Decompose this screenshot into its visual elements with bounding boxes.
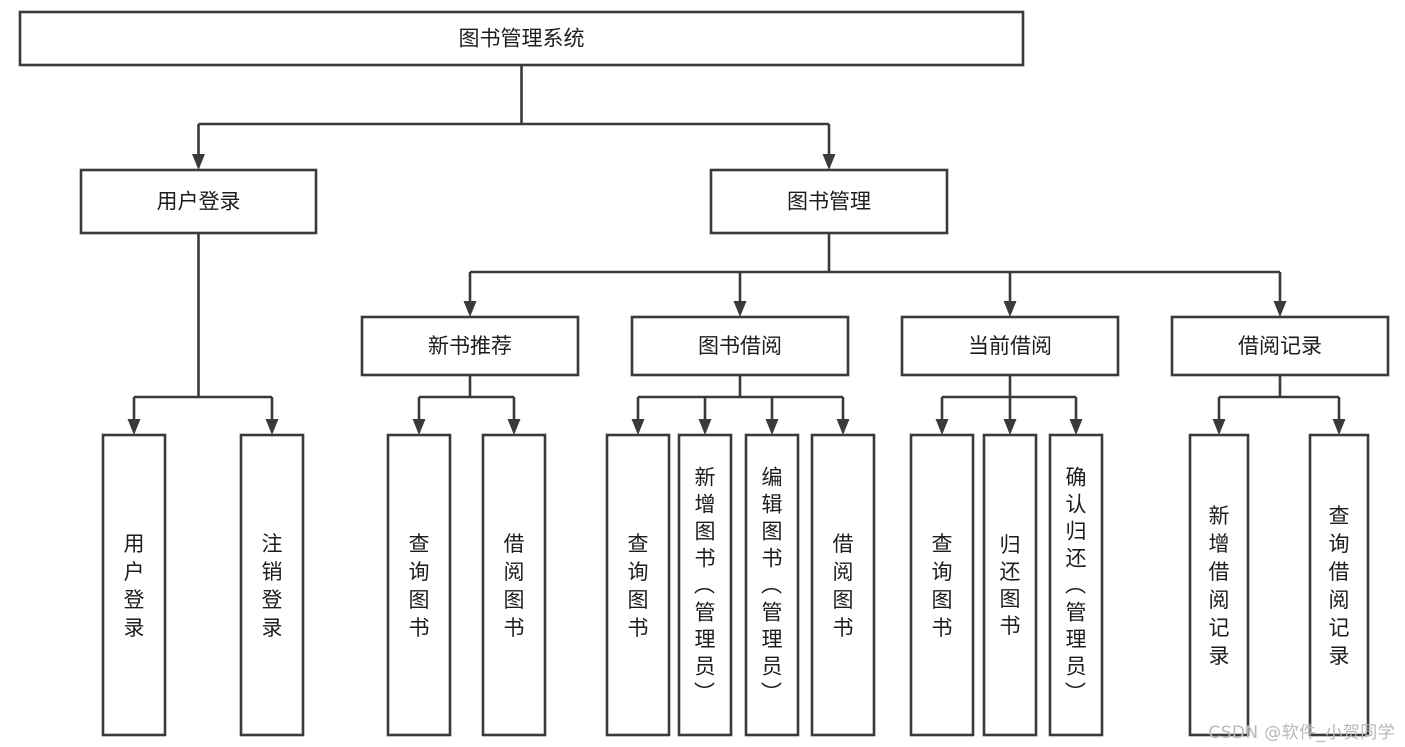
node-label: 图书管理: [787, 190, 871, 214]
csdn-watermark: CSDN @软件_小贺同学: [1208, 723, 1395, 743]
node-current-borrow[interactable]: 当前借阅: [900, 315, 1120, 377]
node-leaf-confirm-return[interactable]: 确认归还（管理员）: [1048, 433, 1104, 737]
node-box: [1308, 433, 1370, 737]
node-label: 图书借阅: [698, 334, 782, 358]
node-leaf-query-book-1[interactable]: 查询图书: [386, 433, 452, 737]
arrow-head-icon: [733, 301, 747, 317]
arrow-head-icon: [1069, 419, 1083, 435]
node-borrow-records[interactable]: 借阅记录: [1170, 315, 1390, 377]
node-box: [18, 10, 1025, 67]
node-box: [744, 433, 800, 737]
node-book-borrow[interactable]: 图书借阅: [630, 315, 850, 377]
node-box: [810, 433, 876, 737]
node-box: [239, 433, 305, 737]
node-label: 查询借阅记录: [1329, 504, 1350, 668]
node-leaf-logout-login[interactable]: 注销登录: [239, 433, 305, 737]
connector-layer: [127, 65, 1346, 435]
node-box: [1170, 315, 1390, 377]
node-box: [900, 315, 1120, 377]
arrow-head-icon: [1212, 419, 1226, 435]
node-leaf-add-record[interactable]: 新增借阅记录: [1188, 433, 1250, 737]
node-new-book-recommend[interactable]: 新书推荐: [360, 315, 580, 377]
node-label: 借阅记录: [1238, 334, 1322, 358]
node-label: 确认归还（管理员）: [1065, 466, 1087, 706]
arrow-head-icon: [822, 154, 836, 170]
node-label: 用户登录: [157, 190, 241, 214]
node-box: [386, 433, 452, 737]
arrow-head-icon: [1003, 419, 1017, 435]
node-box: [709, 168, 949, 235]
arrow-head-icon: [935, 419, 949, 435]
node-label: 图书管理系统: [459, 27, 585, 51]
node-box: [605, 433, 671, 737]
node-box: [909, 433, 975, 737]
node-leaf-borrow-book-2[interactable]: 借阅图书: [810, 433, 876, 737]
arrow-head-icon: [836, 419, 850, 435]
node-box: [677, 433, 733, 737]
arrow-head-icon: [412, 419, 426, 435]
node-box: [630, 315, 850, 377]
node-leaf-return-book[interactable]: 归还图书: [982, 433, 1038, 737]
node-layer: 图书管理系统用户登录图书管理新书推荐图书借阅当前借阅借阅记录用户登录注销登录查询…: [18, 10, 1390, 737]
node-label: 用户登录: [124, 532, 145, 640]
node-leaf-query-book-2[interactable]: 查询图书: [605, 433, 671, 737]
node-label: 查询图书: [628, 532, 649, 640]
arrow-head-icon: [765, 419, 779, 435]
arrow-head-icon: [507, 419, 521, 435]
node-label: 归还图书: [1000, 533, 1021, 638]
node-leaf-add-book[interactable]: 新增图书（管理员）: [677, 433, 733, 737]
arrow-head-icon: [127, 419, 141, 435]
node-label: 查询图书: [932, 532, 953, 640]
node-leaf-query-record[interactable]: 查询借阅记录: [1308, 433, 1370, 737]
node-root-root[interactable]: 图书管理系统: [18, 10, 1025, 67]
node-label: 当前借阅: [968, 334, 1052, 358]
node-leaf-edit-book[interactable]: 编辑图书（管理员）: [744, 433, 800, 737]
node-book-management[interactable]: 图书管理: [709, 168, 949, 235]
node-box: [1188, 433, 1250, 737]
arrow-head-icon: [1332, 419, 1346, 435]
arrow-head-icon: [631, 419, 645, 435]
node-user-login[interactable]: 用户登录: [79, 168, 318, 235]
node-box: [360, 315, 580, 377]
node-label: 借阅图书: [504, 532, 525, 640]
node-label: 新书推荐: [428, 334, 512, 358]
node-label: 注销登录: [262, 532, 283, 640]
node-label: 借阅图书: [833, 532, 854, 640]
node-label: 新增借阅记录: [1209, 504, 1230, 668]
node-label: 查询图书: [409, 532, 430, 640]
node-leaf-borrow-book-1[interactable]: 借阅图书: [481, 433, 547, 737]
node-label: 编辑图书（管理员）: [761, 466, 783, 706]
arrow-head-icon: [1003, 301, 1017, 317]
node-box: [79, 168, 318, 235]
arrow-head-icon: [265, 419, 279, 435]
node-box: [982, 433, 1038, 737]
node-box: [1048, 433, 1104, 737]
node-label: 新增图书（管理员）: [694, 466, 716, 706]
arrow-head-icon: [1273, 301, 1287, 317]
arrow-head-icon: [463, 301, 477, 317]
node-leaf-query-book-3[interactable]: 查询图书: [909, 433, 975, 737]
arrow-head-icon: [698, 419, 712, 435]
node-box: [481, 433, 547, 737]
node-box: [101, 433, 167, 737]
node-leaf-user-login[interactable]: 用户登录: [101, 433, 167, 737]
arrow-head-icon: [192, 154, 205, 170]
